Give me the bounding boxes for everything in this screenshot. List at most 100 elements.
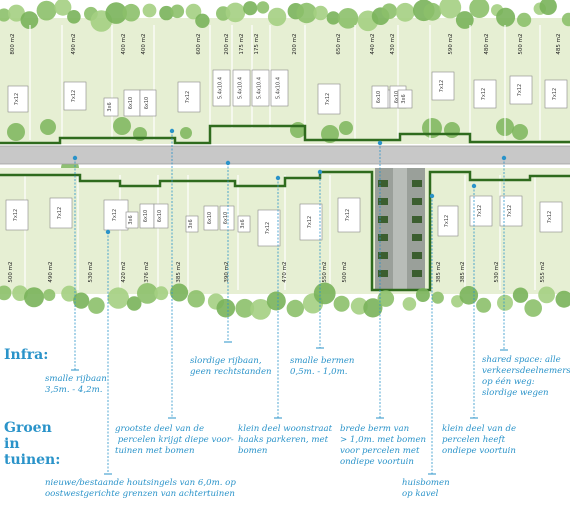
house-size: 7x12 (552, 88, 558, 101)
house (203, 205, 219, 231)
tree (539, 0, 557, 15)
lot-area: 490 m2 (48, 261, 54, 282)
house (317, 83, 341, 115)
house (49, 197, 73, 229)
house-size: 7x12 (481, 88, 487, 101)
tree (339, 121, 353, 135)
tree (137, 283, 158, 304)
tree (459, 286, 479, 305)
lot-area: 650 m2 (336, 33, 342, 54)
house-size: 7x12 (444, 215, 450, 228)
tree (555, 290, 570, 308)
note-huisbomen: huisbomen op kavel (402, 478, 450, 499)
tree (321, 125, 339, 143)
house (63, 81, 87, 111)
lot-area: 200 m2 (292, 33, 298, 54)
tree (455, 11, 474, 29)
tree (444, 122, 460, 138)
house (544, 79, 568, 109)
house-size: 5.4x10.4 (257, 77, 263, 99)
house (337, 197, 361, 233)
hedge-bottom (0, 170, 570, 292)
callout-dot (377, 140, 383, 146)
lot-area: 400 m2 (141, 33, 147, 54)
tree (67, 9, 81, 24)
lot-area: 500 m2 (342, 261, 348, 282)
tree (122, 3, 140, 22)
note-slordige-rijbaan: slordige rijbaan, geen rechtstanden (190, 356, 272, 377)
house-size: 7x12 (265, 222, 271, 235)
tree (266, 291, 286, 311)
tree (170, 283, 189, 302)
road (0, 146, 570, 164)
note-grootste-deel: grootste deel van de percelen krijgt die… (115, 424, 234, 456)
tree (561, 12, 570, 27)
lot-area: 420 m2 (121, 261, 127, 282)
house (251, 69, 270, 107)
tree (469, 0, 490, 18)
tree (225, 2, 246, 23)
house-size: 6x10 (394, 91, 400, 104)
tree (538, 286, 555, 304)
callout-dot (225, 160, 231, 166)
house (103, 199, 129, 231)
house-size: 7x12 (14, 93, 20, 106)
lot-area: 200 m2 (224, 33, 230, 54)
callout-dot (105, 229, 111, 235)
parking-bay (378, 180, 388, 187)
tree (73, 292, 90, 309)
note-houtsingels: nieuwe/bestaande houtsingels van 6,0m. o… (45, 478, 236, 499)
tree (180, 127, 192, 139)
house (371, 85, 389, 109)
tree (517, 12, 532, 27)
house (177, 81, 201, 113)
lot-area: 550 m2 (322, 261, 328, 282)
tree (107, 287, 129, 309)
lot-area: 480 m2 (484, 33, 490, 54)
tree (476, 297, 492, 313)
tree (105, 2, 127, 24)
house-size: 7x12 (345, 209, 351, 222)
parking-bay (412, 198, 422, 205)
parking-bay (412, 216, 422, 223)
callout-dot (275, 175, 281, 181)
house-size: 7x12 (547, 211, 553, 224)
house (7, 85, 29, 113)
house (139, 89, 157, 117)
callout-dot (429, 193, 435, 199)
tree (395, 2, 415, 22)
lot-area: 430 m2 (390, 33, 396, 54)
callout-dot (471, 183, 477, 189)
parking-bay (412, 234, 422, 241)
tree (12, 285, 28, 302)
lot-area: 490 m2 (71, 33, 77, 54)
tree (497, 294, 513, 311)
house-size: 7x12 (112, 209, 118, 222)
lot-area: 175 m2 (254, 33, 260, 54)
house (270, 69, 289, 107)
lot-area: 530 m2 (88, 261, 94, 282)
tree (24, 287, 44, 308)
note-klein-deel-woonstraat: klein deel woonstraat haaks parkeren, me… (238, 424, 333, 456)
house (125, 211, 139, 229)
tree (113, 117, 131, 135)
parking-bay (378, 252, 388, 259)
callout-dot (501, 155, 507, 161)
house (237, 215, 251, 233)
lot-area: 590 m2 (448, 33, 454, 54)
tree (88, 297, 105, 314)
lot-area: 175 m2 (239, 33, 245, 54)
tree (326, 11, 340, 25)
tree (423, 2, 442, 21)
house-size: 3x6 (188, 219, 194, 228)
note-brede-berm: brede berm van > 1,0m. met bomen voor pe… (340, 424, 427, 467)
tree (290, 122, 306, 138)
tree (286, 299, 304, 318)
note-smalle-bermen: smalle bermen 0,5m. - 1,0m. (290, 356, 355, 377)
tree (296, 2, 317, 24)
tree (185, 3, 202, 20)
house-size: 7x12 (477, 205, 483, 218)
tree (313, 282, 336, 305)
house-size: 6x10 (128, 97, 134, 110)
tree (415, 288, 430, 302)
